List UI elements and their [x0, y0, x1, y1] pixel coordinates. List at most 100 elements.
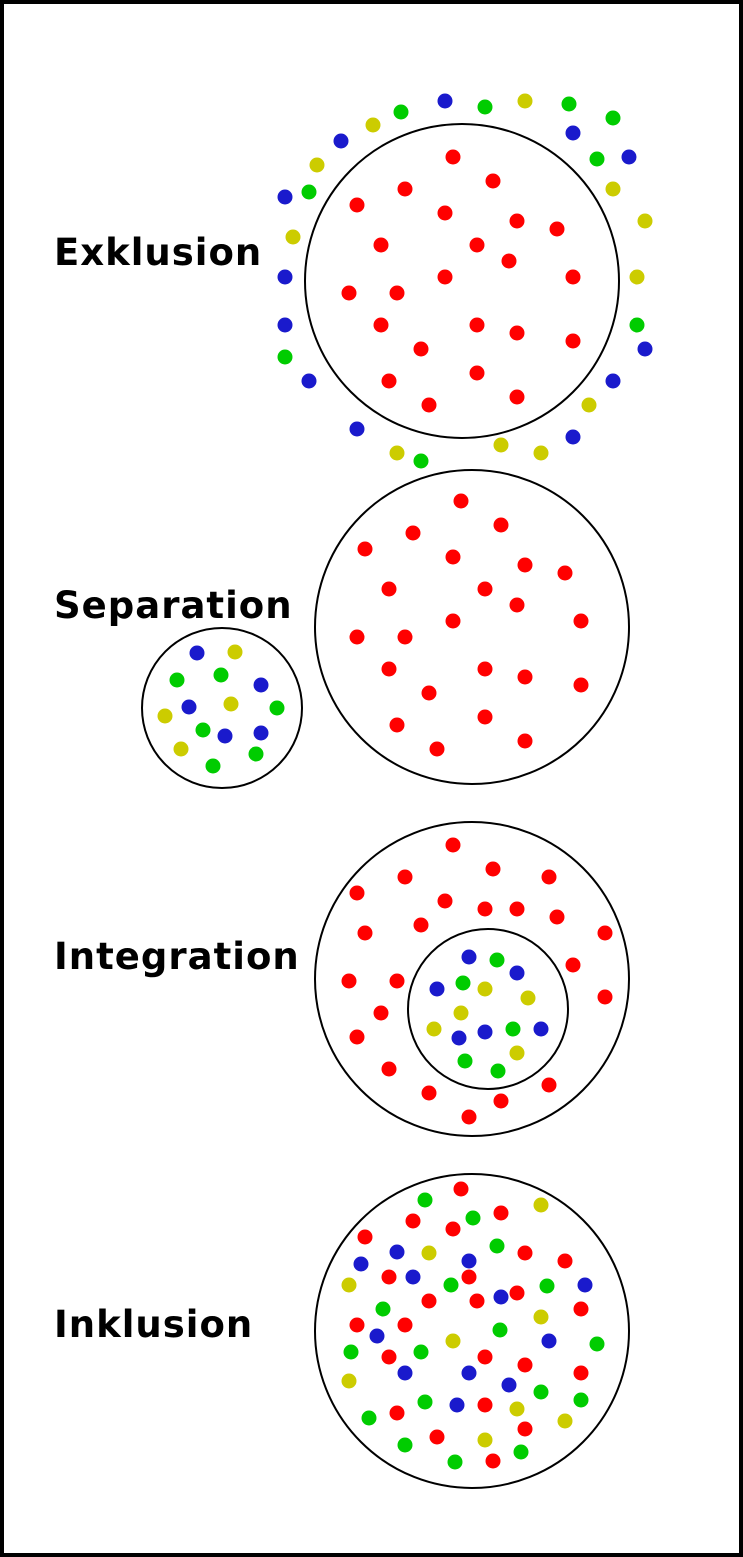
inklusion-green-dot — [539, 1278, 555, 1294]
integration-green-dot — [505, 1021, 521, 1037]
inklusion-green-dot — [375, 1301, 391, 1317]
integration-inner-circle — [407, 928, 569, 1090]
separation-green-dot — [248, 746, 264, 762]
label-inklusion: Inklusion — [54, 1303, 254, 1346]
inklusion-red-dot — [557, 1253, 573, 1269]
integration-blue-dot — [451, 1030, 467, 1046]
integration-yellow-dot — [477, 981, 493, 997]
inklusion-red-dot — [429, 1429, 445, 1445]
exklusion-yellow-dot — [309, 157, 325, 173]
exklusion-green-dot — [561, 96, 577, 112]
exklusion-red-dot — [549, 221, 565, 237]
exklusion-yellow-dot — [365, 117, 381, 133]
inklusion-red-dot — [477, 1397, 493, 1413]
exklusion-red-dot — [373, 317, 389, 333]
separation-red-dot — [493, 517, 509, 533]
exklusion-red-dot — [469, 317, 485, 333]
separation-yellow-dot — [227, 644, 243, 660]
exklusion-green-dot — [629, 317, 645, 333]
exklusion-red-dot — [509, 389, 525, 405]
separation-red-dot — [381, 661, 397, 677]
inklusion-red-dot — [381, 1269, 397, 1285]
separation-yellow-dot — [173, 741, 189, 757]
inklusion-blue-dot — [353, 1256, 369, 1272]
inklusion-yellow-dot — [477, 1432, 493, 1448]
separation-yellow-dot — [223, 696, 239, 712]
inklusion-red-dot — [453, 1181, 469, 1197]
integration-red-dot — [349, 885, 365, 901]
integration-red-dot — [477, 901, 493, 917]
inklusion-blue-dot — [449, 1397, 465, 1413]
label-integration: Integration — [54, 935, 300, 978]
separation-red-dot — [477, 581, 493, 597]
separation-blue-dot — [253, 677, 269, 693]
exklusion-yellow-dot — [533, 445, 549, 461]
integration-red-dot — [341, 973, 357, 989]
integration-blue-dot — [509, 965, 525, 981]
integration-red-dot — [541, 1077, 557, 1093]
integration-red-dot — [445, 837, 461, 853]
separation-green-dot — [213, 667, 229, 683]
integration-red-dot — [437, 893, 453, 909]
separation-big-circle — [314, 469, 630, 785]
inklusion-red-dot — [573, 1301, 589, 1317]
exklusion-red-dot — [413, 341, 429, 357]
inklusion-yellow-dot — [341, 1373, 357, 1389]
integration-red-dot — [381, 1061, 397, 1077]
separation-green-dot — [195, 722, 211, 738]
exklusion-green-dot — [277, 349, 293, 365]
inklusion-blue-dot — [501, 1377, 517, 1393]
inklusion-green-dot — [447, 1454, 463, 1470]
inklusion-green-dot — [397, 1437, 413, 1453]
exklusion-yellow-dot — [285, 229, 301, 245]
exklusion-yellow-dot — [605, 181, 621, 197]
exklusion-yellow-dot — [629, 269, 645, 285]
exklusion-blue-dot — [565, 429, 581, 445]
exklusion-red-dot — [509, 213, 525, 229]
integration-red-dot — [357, 925, 373, 941]
integration-red-dot — [397, 869, 413, 885]
integration-green-dot — [489, 952, 505, 968]
inklusion-blue-dot — [389, 1244, 405, 1260]
inklusion-green-dot — [343, 1344, 359, 1360]
separation-blue-dot — [181, 699, 197, 715]
exklusion-blue-dot — [277, 189, 293, 205]
inklusion-yellow-dot — [533, 1197, 549, 1213]
separation-yellow-dot — [157, 708, 173, 724]
exklusion-yellow-dot — [389, 445, 405, 461]
integration-green-dot — [455, 975, 471, 991]
separation-red-dot — [517, 557, 533, 573]
separation-red-dot — [397, 629, 413, 645]
exklusion-yellow-dot — [637, 213, 653, 229]
inklusion-green-dot — [417, 1192, 433, 1208]
exklusion-blue-dot — [277, 317, 293, 333]
separation-green-dot — [269, 700, 285, 716]
separation-red-dot — [557, 565, 573, 581]
inklusion-red-dot — [389, 1405, 405, 1421]
inklusion-red-dot — [381, 1349, 397, 1365]
separation-red-dot — [517, 669, 533, 685]
exklusion-green-dot — [413, 453, 429, 469]
inklusion-green-dot — [573, 1392, 589, 1408]
inklusion-red-dot — [517, 1245, 533, 1261]
inklusion-green-dot — [465, 1210, 481, 1226]
exklusion-blue-dot — [637, 341, 653, 357]
integration-yellow-dot — [509, 1045, 525, 1061]
inklusion-blue-dot — [541, 1333, 557, 1349]
separation-red-dot — [445, 613, 461, 629]
integration-red-dot — [541, 869, 557, 885]
separation-red-dot — [509, 597, 525, 613]
inklusion-blue-dot — [577, 1277, 593, 1293]
inklusion-green-dot — [443, 1277, 459, 1293]
exklusion-yellow-dot — [517, 93, 533, 109]
integration-yellow-dot — [453, 1005, 469, 1021]
integration-red-dot — [461, 1109, 477, 1125]
inklusion-red-dot — [357, 1229, 373, 1245]
inklusion-blue-dot — [461, 1365, 477, 1381]
separation-red-dot — [477, 709, 493, 725]
inklusion-red-dot — [573, 1365, 589, 1381]
inklusion-yellow-dot — [509, 1401, 525, 1417]
inklusion-red-dot — [517, 1421, 533, 1437]
exklusion-red-dot — [397, 181, 413, 197]
inklusion-green-dot — [589, 1336, 605, 1352]
